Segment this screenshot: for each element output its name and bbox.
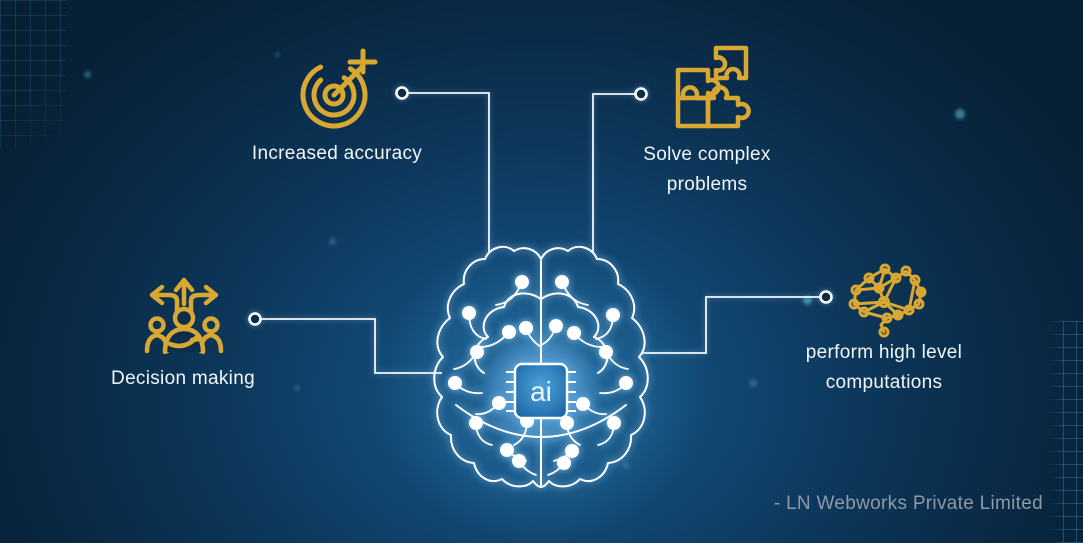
footer-credit: - LN Webworks Private Limited	[773, 493, 1043, 514]
ambient-dot	[275, 52, 280, 57]
ai-chip: ai	[506, 362, 576, 420]
decision-making-icon	[144, 277, 224, 354]
target-icon	[300, 48, 378, 129]
brain-gyri	[540, 404, 627, 438]
chip-pins	[506, 371, 576, 412]
brain-gyri	[482, 292, 542, 338]
connector-node	[248, 312, 262, 326]
brain-outline-right	[540, 245, 649, 488]
puzzle-icon	[675, 45, 751, 129]
circuit-nodes	[448, 275, 633, 470]
ambient-dot	[294, 385, 300, 391]
feature-label-increased-accuracy: Increased accuracy	[251, 143, 423, 164]
feature-label-solve-complex-problems: Solve complex problems	[643, 144, 771, 195]
brain-circuit-illustration: ai	[433, 245, 649, 488]
ambient-dot	[955, 109, 965, 119]
brain-outline-left	[433, 245, 542, 488]
brain-gyri	[540, 292, 600, 338]
brain-gyri	[455, 404, 542, 438]
connector-node	[395, 86, 409, 100]
connector-decision-making	[261, 318, 442, 374]
connector-computations	[642, 296, 820, 354]
ambient-dot	[84, 71, 91, 78]
feature-label-high-level-computations: perform high level computations	[805, 342, 963, 393]
connector-increased-accuracy	[408, 92, 490, 253]
connector-node	[634, 87, 648, 101]
connector-node	[819, 290, 833, 304]
neural-network-icon	[848, 263, 927, 338]
chip-body	[513, 362, 569, 420]
feature-label-decision-making: Decision making	[111, 368, 255, 389]
connector-solve-complex	[592, 93, 635, 252]
ambient-dot	[803, 296, 812, 305]
chip-label: ai	[530, 376, 552, 407]
